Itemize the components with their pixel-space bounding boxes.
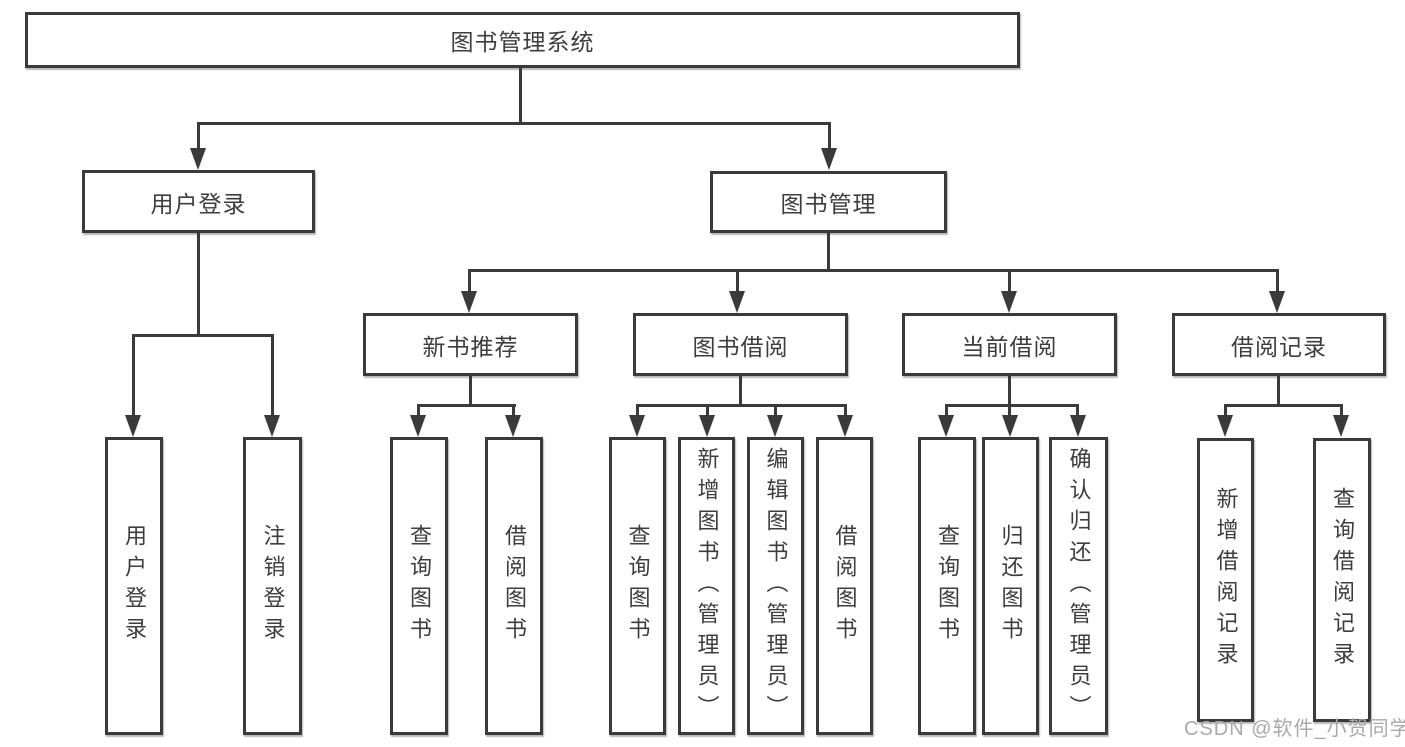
arrow-down-icon (125, 415, 141, 437)
connector-records-rail (1224, 404, 1343, 407)
watermark: CSDN @软件_小贺同学 (1184, 718, 1405, 740)
node-leaf-borrowing-query-label: 查询图书 (625, 524, 651, 648)
connector-root-right-drop (828, 122, 831, 150)
connector-borrowing-drop (636, 404, 639, 419)
connector-records-drop (1224, 404, 1227, 419)
node-leaf-return-book-label: 归还图书 (998, 524, 1024, 648)
node-leaf-query-borrow-record-label: 查询借阅记录 (1330, 487, 1355, 673)
node-leaf-query-borrow-record: 查询借阅记录 (1313, 438, 1371, 722)
node-root-label: 图书管理系统 (450, 29, 595, 55)
connector-bookmgmt-drop (1276, 269, 1279, 295)
arrow-down-icon (461, 291, 477, 313)
node-leaf-newbook-borrow-label: 借阅图书 (502, 524, 527, 648)
node-book-borrowing: 图书借阅 (633, 313, 848, 376)
connector-bookmgmt-drop (468, 269, 471, 295)
node-user-login: 用户登录 (82, 170, 315, 233)
arrow-down-icon (767, 415, 783, 437)
node-leaf-add-borrow-record-label: 新增借阅记录 (1213, 487, 1239, 673)
arrow-down-icon (1070, 415, 1086, 437)
arrow-down-icon (629, 415, 645, 437)
arrow-down-icon (1002, 415, 1018, 437)
connector-current-drop (1076, 404, 1079, 419)
node-book-borrowing-label: 图书借阅 (692, 333, 789, 360)
node-leaf-confirm-return-admin-label: 确认归还（管理员） (1066, 446, 1092, 726)
node-leaf-add-borrow-record: 新增借阅记录 (1197, 438, 1254, 722)
arrow-down-icon (821, 148, 837, 170)
node-leaf-logout-label: 注销登录 (260, 524, 286, 648)
connector-newbook-drop (512, 404, 515, 419)
connector-records-stem (1277, 376, 1280, 407)
node-leaf-borrowing-query: 查询图书 (609, 437, 666, 735)
node-leaf-add-book-admin-label: 新增图书（管理员） (694, 446, 720, 726)
connector-current-drop (1008, 404, 1011, 419)
node-current-borrowing-label: 当前借阅 (961, 333, 1058, 360)
connector-current-stem (1008, 376, 1011, 407)
node-leaf-current-query: 查询图书 (918, 437, 976, 735)
arrow-down-icon (1001, 291, 1017, 313)
node-current-borrowing: 当前借阅 (902, 313, 1117, 376)
node-leaf-borrowing-borrow: 借阅图书 (816, 437, 873, 735)
connector-newbook-rail (417, 404, 516, 407)
node-book-management: 图书管理 (710, 171, 947, 233)
node-leaf-edit-book-admin: 编辑图书（管理员） (747, 437, 804, 735)
arrow-down-icon (729, 291, 745, 313)
node-leaf-confirm-return-admin: 确认归还（管理员） (1049, 437, 1108, 735)
connector-bookmgmt-drop (1008, 269, 1011, 295)
node-leaf-add-book-admin: 新增图书（管理员） (678, 437, 735, 735)
connector-borrowing-drop (706, 404, 709, 419)
connector-bookmgmt-stem (827, 233, 830, 272)
connector-current-rail (945, 404, 1079, 407)
arrow-down-icon (264, 415, 280, 437)
node-leaf-newbook-query-label: 查询图书 (407, 524, 432, 648)
arrow-down-icon (938, 415, 954, 437)
connector-borrowing-drop (774, 404, 777, 419)
node-leaf-user-login-label: 用户登录 (122, 524, 147, 648)
node-borrowing-records-label: 借阅记录 (1231, 333, 1327, 360)
connector-records-drop (1340, 404, 1343, 419)
arrow-down-icon (1333, 415, 1349, 437)
node-leaf-borrowing-borrow-label: 借阅图书 (832, 524, 858, 648)
node-leaf-user-login: 用户登录 (105, 437, 163, 735)
connector-root-left-drop (197, 122, 200, 150)
arrow-down-icon (837, 415, 853, 437)
node-new-book-recommend-label: 新书推荐 (422, 333, 519, 360)
node-root: 图书管理系统 (25, 12, 1020, 68)
node-leaf-edit-book-admin-label: 编辑图书（管理员） (763, 446, 789, 726)
connector-userlogin-stem (197, 233, 200, 337)
connector-root-stem (519, 67, 522, 124)
connector-borrowing-rail (636, 404, 847, 407)
node-book-management-label: 图书管理 (780, 191, 877, 217)
connector-current-drop (945, 404, 948, 419)
node-leaf-return-book: 归还图书 (982, 437, 1039, 735)
connector-userlogin-right-drop (271, 334, 274, 418)
arrow-down-icon (505, 415, 521, 437)
arrow-down-icon (1217, 415, 1233, 437)
connector-userlogin-rail (132, 334, 274, 337)
node-user-login-label: 用户登录 (150, 190, 247, 217)
connector-borrowing-stem (739, 376, 742, 407)
connector-borrowing-drop (844, 404, 847, 419)
node-borrowing-records: 借阅记录 (1172, 313, 1386, 376)
node-leaf-logout: 注销登录 (243, 437, 302, 735)
arrow-down-icon (699, 415, 715, 437)
node-leaf-current-query-label: 查询图书 (935, 524, 960, 648)
connector-bookmgmt-drop (736, 269, 739, 295)
connector-userlogin-left-drop (132, 334, 135, 418)
arrow-down-icon (1269, 291, 1285, 313)
node-leaf-newbook-borrow: 借阅图书 (485, 437, 543, 735)
connector-bookmgmt-rail (468, 269, 1279, 272)
node-leaf-newbook-query: 查询图书 (390, 437, 448, 735)
arrow-down-icon (190, 148, 206, 170)
connector-root-rail (197, 122, 831, 125)
arrow-down-icon (410, 415, 426, 437)
connector-newbook-drop (417, 404, 420, 419)
connector-newbook-stem (469, 376, 472, 407)
node-new-book-recommend: 新书推荐 (363, 313, 578, 376)
